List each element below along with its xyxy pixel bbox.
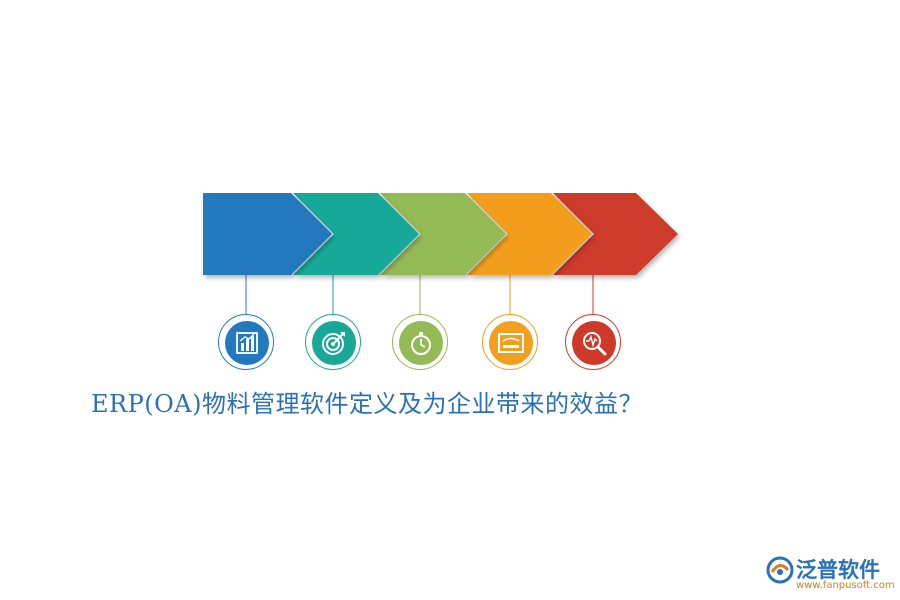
stopwatch-icon (399, 321, 443, 365)
chevron-step-2 (293, 193, 419, 275)
step-icon-1 (218, 314, 274, 370)
chevron-step-5 (553, 193, 678, 275)
chevron-step-4 (467, 193, 592, 275)
brand-url: www.fanpusoft.com (796, 580, 895, 591)
magnifier-pulse-icon (572, 321, 616, 365)
step-icon-4 (482, 314, 538, 370)
target-icon (312, 321, 356, 365)
brand-logo: 泛普软件 www.fanpusoft.com (766, 552, 896, 598)
fanpu-logo-icon (766, 556, 794, 584)
chevron-step-3 (380, 193, 506, 275)
product-box-icon (489, 321, 533, 365)
step-icon-5 (565, 314, 621, 370)
bar-chart-icon (225, 321, 269, 365)
step-icon-2 (305, 314, 361, 370)
chevron-step-1 (203, 193, 332, 275)
page-title: ERP(OA)物料管理软件定义及为企业带来的效益？ (91, 390, 643, 418)
step-icon-3 (392, 314, 448, 370)
brand-name: 泛普软件 (796, 558, 880, 582)
